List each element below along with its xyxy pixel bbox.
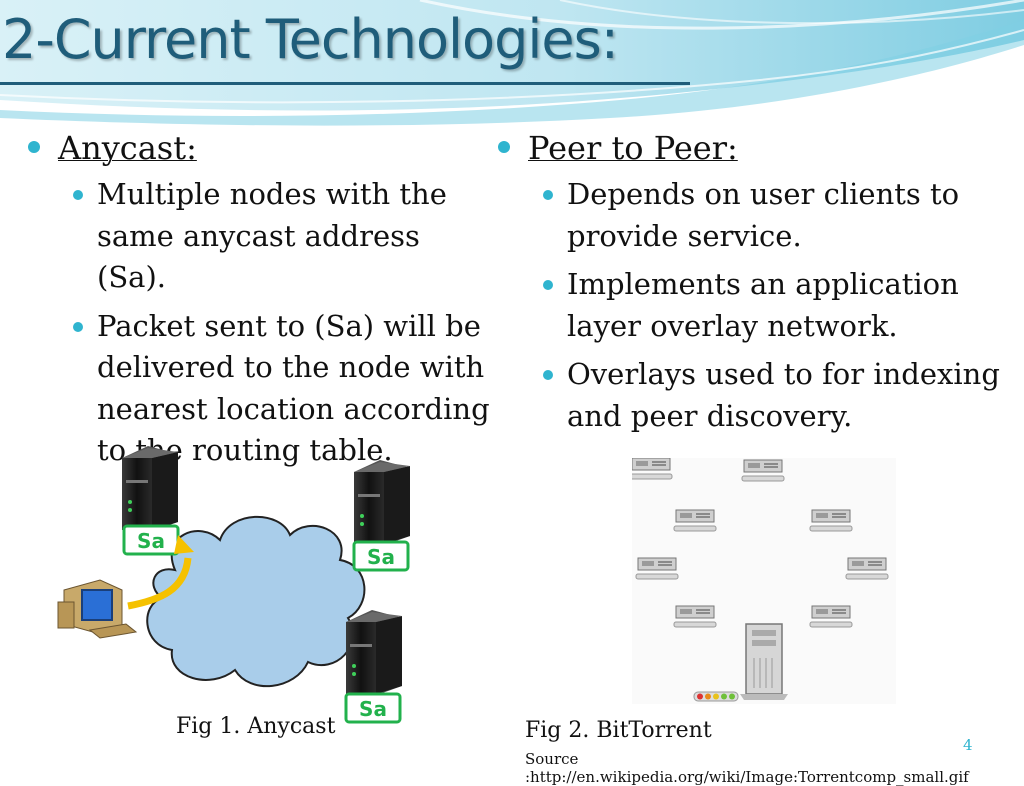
anycast-heading: Anycast: <box>58 129 197 167</box>
list-item: Multiple nodes with the same anycast add… <box>73 174 498 299</box>
peer-computer-icon <box>673 509 717 532</box>
p2p-heading-item: Peer to Peer: <box>498 128 1018 168</box>
p2p-bullet-2: Implements an application layer overlay … <box>567 267 959 343</box>
list-item: Depends on user clients to provide servi… <box>543 174 1018 257</box>
bullet-icon <box>543 280 553 290</box>
list-item: Packet sent to (Sa) will be delivered to… <box>73 306 498 472</box>
peer-computer-icon <box>673 605 717 628</box>
anycast-section: Anycast: Multiple nodes with the same an… <box>28 128 498 479</box>
bullet-icon <box>498 141 510 153</box>
anycast-heading-item: Anycast: <box>28 128 498 168</box>
p2p-bullet-3: Overlays used to for indexing and peer d… <box>567 357 1000 433</box>
bullet-icon <box>73 190 83 200</box>
p2p-section: Peer to Peer: Depends on user clients to… <box>498 128 1018 444</box>
page-number: 4 <box>963 736 973 754</box>
server-icon <box>122 446 178 532</box>
bullet-icon <box>28 141 40 153</box>
peer-computer-icon <box>845 557 889 580</box>
server-tower-icon <box>740 623 788 700</box>
sa-label: Sa <box>367 545 395 569</box>
peer-computer-icon <box>741 459 785 482</box>
fig2-source: Source :http://en.wikipedia.org/wiki/Ima… <box>525 750 969 786</box>
progress-indicator <box>693 691 739 702</box>
sa-label-box <box>344 692 402 724</box>
anycast-bullet-1: Multiple nodes with the same anycast add… <box>97 177 447 294</box>
anycast-bullet-2: Packet sent to (Sa) will be delivered to… <box>97 308 490 468</box>
fig2-caption: Fig 2. BitTorrent <box>525 718 712 743</box>
bullet-icon <box>73 321 83 332</box>
bullet-icon <box>543 370 553 380</box>
list-item: Implements an application layer overlay … <box>543 264 1018 347</box>
bullet-icon <box>543 190 553 200</box>
server-icon <box>354 460 410 546</box>
title-underline <box>0 82 690 85</box>
computer-icon <box>57 579 138 639</box>
bittorrent-diagram <box>632 458 896 704</box>
slide-title: 2-Current Technologies: <box>2 8 619 71</box>
server-icon <box>346 610 402 696</box>
p2p-heading: Peer to Peer: <box>528 129 738 167</box>
sa-label-box <box>352 540 410 572</box>
route-arrow <box>127 535 194 610</box>
anycast-diagram: Sa Sa Sa <box>57 446 410 724</box>
peer-computer-icon <box>632 458 673 480</box>
p2p-bullet-1: Depends on user clients to provide servi… <box>567 177 960 253</box>
fig1-caption: Fig 1. Anycast <box>176 714 336 739</box>
peer-computer-icon <box>809 509 853 532</box>
list-item: Overlays used to for indexing and peer d… <box>543 354 1018 437</box>
sa-label: Sa <box>359 697 387 721</box>
peer-computer-icon <box>635 557 679 580</box>
peer-computer-icon <box>809 605 853 628</box>
sa-label: Sa <box>137 529 165 553</box>
